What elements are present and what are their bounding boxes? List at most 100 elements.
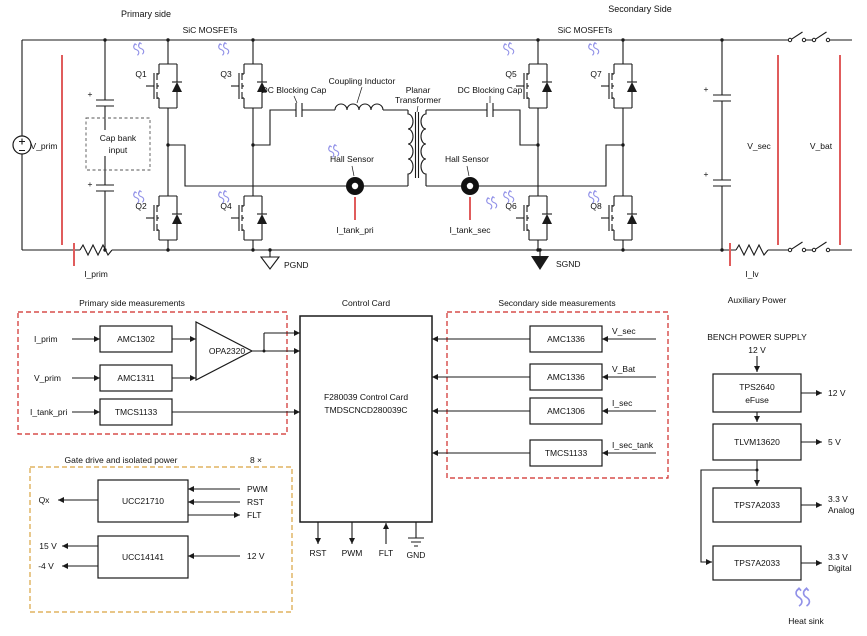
ucc14141-label: UCC14141 [122,552,164,562]
cap-polarity-plus: + [88,89,93,99]
cap-bank-label-bg [94,130,142,156]
gate-drive-multiplier: 8 × [250,455,262,465]
gate-12v-label: 12 V [247,551,265,561]
aux-3v3-analog-label-line1: 3.3 V [828,494,848,504]
cap-polarity-plus: + [704,169,709,179]
gate-pwm-label: PWM [247,484,268,494]
tlvm13620-box [712,423,802,461]
gnd-symbol [408,522,424,547]
q6-label: Q6 [505,201,517,211]
bench-12v-label: 12 V [748,345,766,355]
signal-v-bat: V_Bat [612,364,636,374]
v-sec-label: V_sec [747,141,771,151]
tps7a2033-analog-box [712,487,802,523]
tmcs1133-primary-label: TMCS1133 [115,407,158,417]
junction-dots [103,38,724,252]
amc1336-vbat-label: AMC1336 [547,372,585,382]
thermal-icon [502,41,515,57]
transformer-secondary-winding [420,110,427,186]
shunt-resistor-lv [735,243,769,257]
hall-sensor-secondary-symbol [461,177,479,195]
cap-bank-label-line1: Cap bank [100,133,137,143]
pin-flt-label: FLT [379,548,393,558]
q8-label: Q8 [590,201,602,211]
gate-flt-label: FLT [247,510,261,520]
primary-measurements-block: Primary side measurements I_prim V_prim … [17,298,300,435]
amc1336-vbat-box [529,363,603,391]
control-card-line1: F280039 Control Card [324,392,408,402]
mosfet-q6 [515,189,553,247]
i-tank-pri-label: I_tank_pri [336,225,373,235]
secondary-tank-top-wire [426,109,538,146]
transformer-primary-winding [407,110,414,186]
heat-sink-label: Heat sink [788,616,824,626]
sic-mosfets-secondary-label: SiC MOSFETs [558,25,613,35]
aux-power-block: Auxiliary Power BENCH POWER SUPPLY 12 V … [700,295,855,626]
label-pointer-lines [293,86,491,177]
pgnd-label: PGND [284,260,309,270]
q1-label: Q1 [135,69,147,79]
amc1302-box [99,325,173,353]
dc-blocking-cap-right-label: DC Blocking Cap [458,85,523,95]
secondary-measurements-block: Secondary side measurements AMC1336 AMC1… [432,298,669,479]
sic-mosfets-primary-label: SiC MOSFETs [183,25,238,35]
tps2640-label: TPS2640 [739,382,775,392]
signal-v-sec: V_sec [612,326,636,336]
primary-measurements-title: Primary side measurements [79,298,185,308]
disconnect-switch-top-2 [811,31,831,43]
q2-label: Q2 [135,201,147,211]
control-card-box [299,315,433,523]
primary-measurements-dashed-box [17,311,288,435]
signal-i-prim: I_prim [34,334,58,344]
amc1311-box [99,364,173,392]
gate-output-qx-label: Qx [39,495,51,505]
q7-label: Q7 [590,69,602,79]
dc-blocking-cap-left-label: DC Blocking Cap [262,85,327,95]
coupling-inductor-symbol [334,103,384,111]
hall-sensor-secondary-label: Hall Sensor [445,154,489,164]
v-prim-label: V_prim [31,141,58,151]
tps7a2033-analog-label: TPS7A2033 [734,500,780,510]
thermal-icon [217,41,230,57]
tmcs1133-secondary-label: TMCS1133 [545,448,588,458]
signal-i-tank-pri: I_tank_pri [30,407,67,417]
control-card-block: Control Card F280039 Control Card TMDSCN… [299,298,433,560]
secondary-side-label: Secondary Side [608,4,672,14]
secondary-measurements-dashed-box [446,311,669,479]
secondary-tank-bottom-wire [426,144,623,187]
i-lv-label: I_lv [745,269,759,279]
gate-drive-title: Gate drive and isolated power [65,455,178,465]
aux-3v3-digital-label-line2: Digital [828,563,852,573]
coupling-inductor-label: Coupling Inductor [329,76,396,86]
aux-3v3-analog-label-line2: Analog [828,505,855,515]
gate-15v-label: 15 V [39,541,57,551]
primary-tank-top-wire [253,109,335,146]
primary-side-label: Primary side [121,9,171,19]
bench-power-supply-label: BENCH POWER SUPPLY [707,332,807,342]
cap-bank-label-line2: input [109,145,128,155]
tps7a2033-digital-box [712,545,802,581]
mosfet-q8 [600,189,638,247]
planar-transformer-label-line2: Transformer [395,95,441,105]
mosfet-q1 [145,57,183,115]
signal-i-sec-tank: I_sec_tank [612,440,654,450]
disconnect-switch-top-1 [787,31,807,43]
thermal-icon [485,195,498,211]
i-tank-sec-label: I_tank_sec [449,225,491,235]
output-cap-bank [713,40,731,250]
dc-blocking-cap-right-symbol [486,103,494,117]
pgnd-symbol [259,256,281,270]
amc1336-vsec-label: AMC1336 [547,334,585,344]
gate-drive-block: Gate drive and isolated power 8 × UCC217… [29,455,293,613]
opa2320-opamp [195,321,254,381]
cap-bank-dashed-box [85,117,151,171]
q5-label: Q5 [505,69,517,79]
hall-sensor-primary-label: Hall Sensor [330,154,374,164]
i-prim-label: I_prim [84,269,108,279]
disconnect-switch-bottom-2 [811,241,831,253]
q4-label: Q4 [220,201,232,211]
schematic-wires [21,39,852,257]
aux-power-title: Auxiliary Power [728,295,787,305]
heat-sink-icon [795,587,811,607]
